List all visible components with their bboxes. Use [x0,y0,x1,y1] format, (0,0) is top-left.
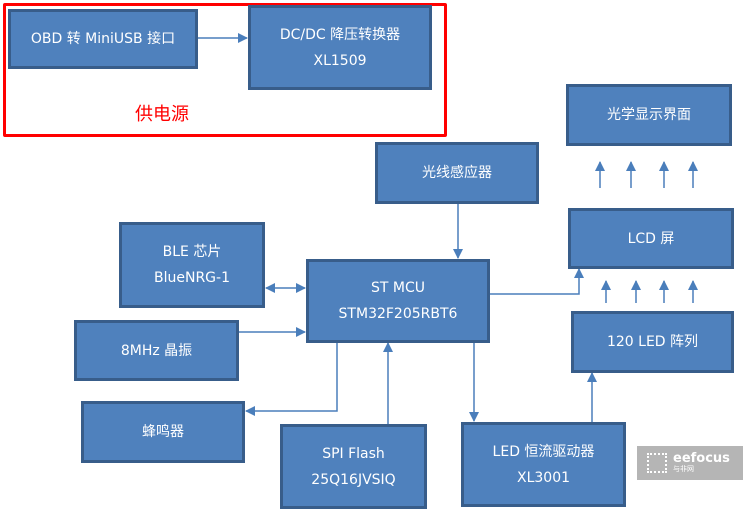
spi-flash-label: SPI Flash [322,445,385,462]
dcdc-label: DC/DC 降压转换器 [279,26,401,43]
buzzer-block: 蜂鸣器 [81,401,245,463]
light-sensor-label: 光线感应器 [422,165,492,181]
lcd-label: LCD 屏 [627,230,675,247]
led-driver-block: LED 恒流驱动器 XL3001 [461,422,626,507]
watermark-sub: 与非网 [673,464,694,473]
led-array-label: 120 LED 阵列 [606,334,699,350]
dcdc-converter-block: DC/DC 降压转换器 XL1509 [248,5,432,90]
crystal-label: 8MHz 晶振 [120,342,193,359]
optical-display-block: 光学显示界面 [566,84,732,146]
obd-label: OBD 转 MiniUSB 接口 [30,31,176,47]
mcu-label: ST MCU [371,280,425,296]
led-driver-label: LED 恒流驱动器 [492,443,595,460]
buzzer-label: 蜂鸣器 [142,424,184,440]
ble-label: BLE 芯片 [162,244,222,260]
dcdc-model: XL1509 [313,52,367,69]
led-array-block: 120 LED 阵列 [571,311,734,373]
wire-mcu-buzzer [245,342,338,416]
mcu-model: STM32F205RBT6 [338,306,458,322]
power-supply-group [3,3,447,137]
watermark-brand: eefocus [673,450,730,466]
led-driver-model: XL3001 [516,469,571,486]
eefocus-logo-icon [647,453,667,473]
spi-flash-block: SPI Flash 25Q16JVSIQ [280,424,427,509]
spi-flash-model: 25Q16JVSIQ [311,471,396,488]
watermark: eefocus 与非网 [637,446,743,480]
obd-interface-block: OBD 转 MiniUSB 接口 [8,9,198,69]
lcd-screen-block: LCD 屏 [568,208,734,269]
ble-chip-block: BLE 芯片 BlueNRG-1 [119,222,265,308]
optical-label: 光学显示界面 [607,107,691,123]
crystal-block: 8MHz 晶振 [74,320,239,381]
wire-mcu-lcd [489,268,584,295]
power-supply-label: 供电源 [135,104,189,125]
ble-model: BlueNRG-1 [154,270,230,286]
mcu-block: ST MCU STM32F205RBT6 [306,259,490,343]
light-sensor-block: 光线感应器 [375,142,539,204]
